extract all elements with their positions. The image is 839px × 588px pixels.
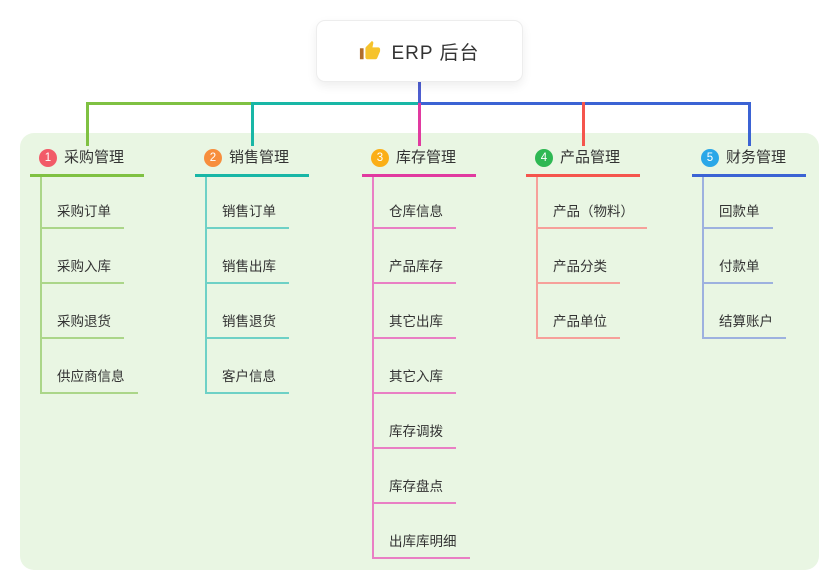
bus-segment-3	[419, 102, 751, 105]
child-node[interactable]: 客户信息	[205, 366, 289, 394]
branch-node-label: 财务管理	[726, 149, 787, 166]
branch-node-label: 产品管理	[560, 149, 621, 166]
child-node[interactable]: 产品分类	[536, 256, 620, 284]
branch-number-badge: 1	[39, 149, 57, 167]
child-node[interactable]: 其它出库	[372, 311, 456, 339]
child-node[interactable]: 库存盘点	[372, 476, 456, 504]
branch-node-3[interactable]: 3 库存管理	[362, 148, 476, 177]
branch-number-badge: 2	[204, 149, 222, 167]
branch-4: 4 产品管理产品（物料） 产品分类产品单位	[526, 148, 701, 570]
child-node[interactable]: 供应商信息	[40, 366, 138, 394]
branch-drop-line-4	[582, 102, 585, 146]
bus-segment-2	[252, 102, 420, 105]
child-node[interactable]: 库存调拨	[372, 421, 456, 449]
root-node-erp[interactable]: ERP 后台	[316, 20, 523, 82]
root-node-label: ERP 后台	[391, 42, 480, 64]
branches-panel	[20, 133, 819, 570]
branch-node-label: 采购管理	[64, 149, 125, 166]
branch-drop-line-2	[251, 102, 254, 146]
branch-spine-line	[205, 177, 207, 394]
child-node[interactable]: 销售出库	[205, 256, 289, 284]
branch-node-1[interactable]: 1 采购管理	[30, 148, 144, 177]
branch-node-2[interactable]: 2 销售管理	[195, 148, 309, 177]
branch-spine-line	[40, 177, 42, 394]
branch-node-4[interactable]: 4 产品管理	[526, 148, 640, 177]
branch-drop-line-3	[418, 102, 421, 146]
child-node[interactable]: 销售退货	[205, 311, 289, 339]
branch-number-badge: 4	[535, 149, 553, 167]
child-node[interactable]: 回款单	[702, 201, 773, 229]
root-drop-line	[418, 82, 421, 103]
child-node[interactable]: 产品（物料）	[536, 201, 647, 229]
branch-drop-line-5	[748, 102, 751, 146]
branch-2: 2 销售管理销售订单销售出库销售退货客户信息	[195, 148, 370, 570]
branch-spine-line	[702, 177, 704, 339]
branch-number-badge: 3	[371, 149, 389, 167]
branch-1: 1 采购管理采购订单采购入库采购退货供应商信息	[30, 148, 205, 570]
branch-spine-line	[372, 177, 374, 559]
branch-node-5[interactable]: 5 财务管理	[692, 148, 806, 177]
bus-segment-1	[87, 102, 253, 105]
child-node[interactable]: 结算账户	[702, 311, 786, 339]
child-node[interactable]: 产品库存	[372, 256, 456, 284]
branch-node-label: 销售管理	[229, 149, 290, 166]
child-node[interactable]: 出库库明细	[372, 531, 470, 559]
child-node[interactable]: 付款单	[702, 256, 773, 284]
child-node[interactable]: 销售订单	[205, 201, 289, 229]
branch-3: 3 库存管理仓库信息产品库存其它出库其它入库库存调拨库存盘点出库库明细	[362, 148, 537, 570]
branch-node-label: 库存管理	[396, 149, 457, 166]
branch-5: 5 财务管理回款单付款单结算账户	[692, 148, 839, 570]
child-node[interactable]: 采购退货	[40, 311, 124, 339]
branch-drop-line-1	[86, 102, 89, 146]
child-node[interactable]: 产品单位	[536, 311, 620, 339]
child-node[interactable]: 仓库信息	[372, 201, 456, 229]
child-node[interactable]: 采购订单	[40, 201, 124, 229]
branch-number-badge: 5	[701, 149, 719, 167]
child-node[interactable]: 采购入库	[40, 256, 124, 284]
thumbs-up-icon	[359, 40, 381, 62]
branch-spine-line	[536, 177, 538, 339]
child-node[interactable]: 其它入库	[372, 366, 456, 394]
